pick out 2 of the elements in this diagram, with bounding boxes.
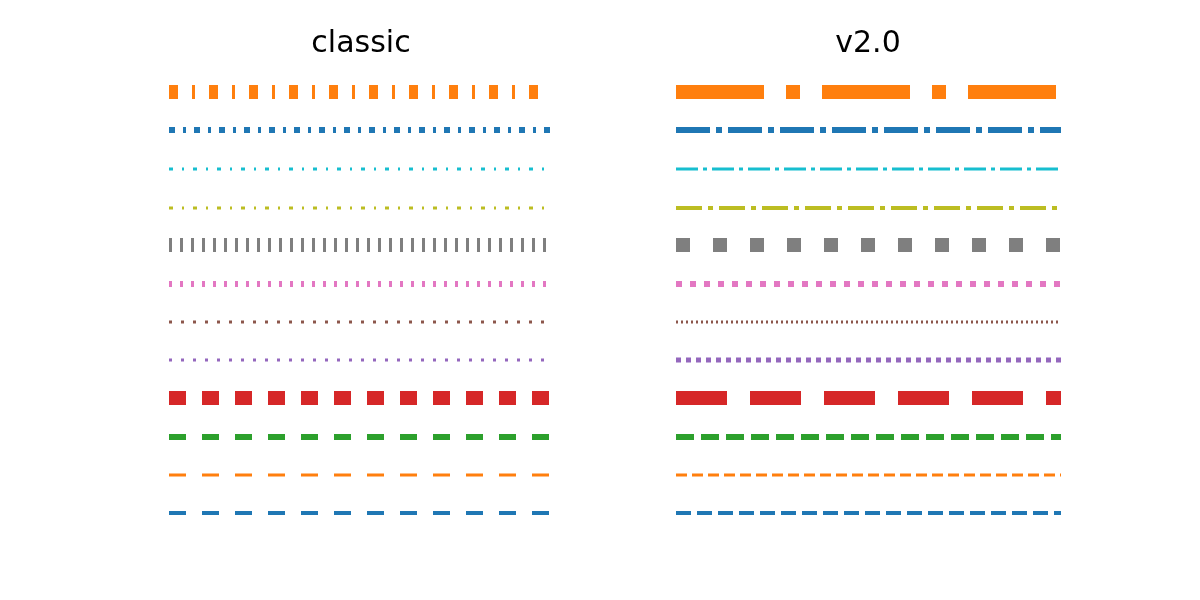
- panel-title: v2.0: [835, 24, 901, 59]
- panel-title: classic: [311, 24, 411, 59]
